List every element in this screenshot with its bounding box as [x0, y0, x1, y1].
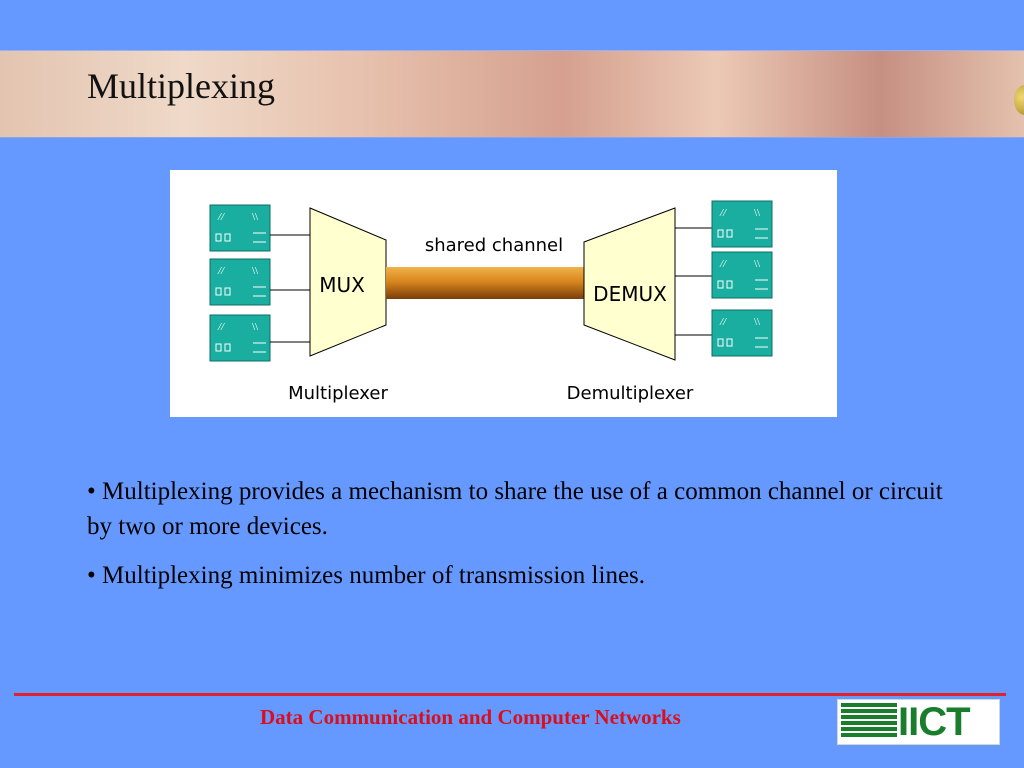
svg-text:\\: \\ [754, 207, 761, 219]
svg-text://: // [719, 258, 727, 270]
channel-label: shared channel [425, 235, 563, 256]
diagram-canvas: // \\ // \\ // \\ [209, 200, 773, 404]
bullet-text: Multiplexing minimizes number of transmi… [102, 562, 646, 589]
svg-text:\\: \\ [252, 321, 259, 333]
device-left-2: // \\ [209, 258, 271, 306]
iict-logo: IICT [837, 699, 1000, 745]
device-left-3: // \\ [209, 314, 271, 362]
demux-caption: Demultiplexer [567, 383, 694, 404]
shared-channel-pipe [386, 267, 584, 299]
svg-text://: // [719, 207, 727, 219]
footer-rule [14, 693, 1006, 696]
svg-text:\\: \\ [252, 211, 259, 223]
svg-text:\\: \\ [252, 265, 259, 277]
bullet-list: • Multiplexing provides a mechanism to s… [87, 474, 957, 607]
svg-text://: // [217, 211, 225, 223]
mux-label: MUX [319, 273, 365, 297]
svg-text:\\: \\ [754, 258, 761, 270]
bullet-item: • Multiplexing provides a mechanism to s… [87, 478, 943, 540]
mux-caption: Multiplexer [288, 383, 388, 404]
device-right-3: // \\ [711, 309, 773, 357]
slide-title: Multiplexing [87, 66, 275, 106]
svg-text:\\: \\ [754, 316, 761, 328]
logo-text: IICT [898, 700, 971, 744]
device-right-2: // \\ [711, 251, 773, 299]
logo-stripes [841, 703, 897, 741]
demux-label: DEMUX [593, 282, 667, 306]
mux-shape [309, 207, 387, 357]
demux-shape [583, 207, 676, 361]
svg-text://: // [719, 316, 727, 328]
device-right-1: // \\ [711, 200, 773, 248]
title-banner [0, 50, 1024, 138]
device-left-1: // \\ [209, 204, 271, 252]
decorative-blob [1014, 85, 1024, 115]
bullet-text: Multiplexing provides a mechanism to sha… [87, 478, 943, 540]
footer-title: Data Communication and Computer Networks [260, 705, 681, 729]
svg-text://: // [217, 265, 225, 277]
multiplexing-diagram: // \\ // \\ // \\ [170, 170, 837, 417]
bullet-item: • Multiplexing minimizes number of trans… [87, 562, 646, 589]
svg-text://: // [217, 321, 225, 333]
